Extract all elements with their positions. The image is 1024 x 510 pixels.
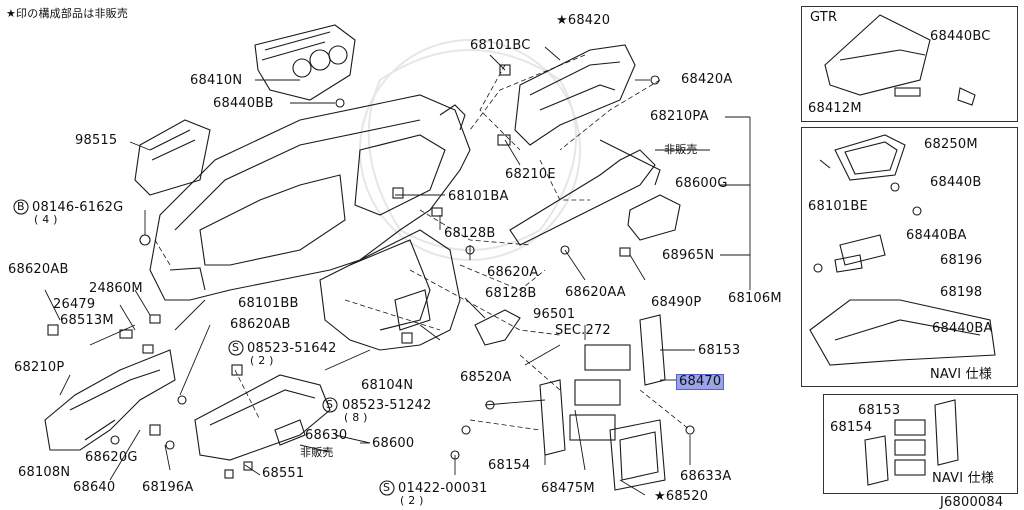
part-label[interactable]: 08523-51642 xyxy=(247,341,337,356)
inset-navi2-drawing xyxy=(864,399,959,486)
part-label[interactable]: 24860M xyxy=(89,281,143,296)
part-label[interactable]: SEC.272 xyxy=(555,323,611,338)
lid-68965N-part xyxy=(627,194,681,241)
part-qty: ( 4 ) xyxy=(34,213,58,226)
screw-s-symbol xyxy=(322,397,338,413)
part-label[interactable]: 68620AB xyxy=(230,317,291,332)
inset-gtr-box xyxy=(801,6,1018,122)
bolt-b-symbol xyxy=(13,199,29,215)
part-qty: ( 2 ) xyxy=(250,354,274,367)
fasteners xyxy=(47,64,695,479)
glove-box-part xyxy=(194,374,331,461)
s-symbol-letter: S xyxy=(326,398,334,411)
part-label[interactable]: 26479 xyxy=(53,297,96,312)
s-symbol-letter: S xyxy=(383,481,391,494)
part-label[interactable]: 68154 xyxy=(488,458,531,473)
part-label[interactable]: 68640 xyxy=(73,480,116,495)
part-label[interactable]: ★68520 xyxy=(654,489,709,504)
part-label[interactable]: 68600 xyxy=(372,436,415,451)
part-label[interactable]: 68154 xyxy=(830,420,873,435)
part-qty: ( 2 ) xyxy=(400,494,424,507)
inset-gtr-title: GTR xyxy=(810,10,838,25)
part-label[interactable]: 68108N xyxy=(18,465,71,480)
inset-navi-box-2 xyxy=(823,394,1018,494)
part-label[interactable]: 68153 xyxy=(858,403,901,418)
part-label[interactable]: 68513M xyxy=(60,313,114,328)
part-label[interactable]: 96501 xyxy=(533,307,576,322)
part-label[interactable]: 68620AA xyxy=(565,285,626,300)
part-label[interactable]: 68101BB xyxy=(238,296,299,311)
part-label[interactable]: 68210PA xyxy=(650,109,709,124)
cluster-hood-part xyxy=(254,24,356,101)
b-symbol-letter: B xyxy=(17,200,25,213)
part-label[interactable]: 68620G xyxy=(85,450,138,465)
meter-visor-part xyxy=(514,44,636,146)
part-label[interactable]: 68440BA xyxy=(906,228,967,243)
part-label[interactable]: 68475M xyxy=(541,481,595,496)
part-label[interactable]: 01422-00031 xyxy=(398,481,488,496)
part-label[interactable]: 68410N xyxy=(190,73,243,88)
s-symbol-letter: S xyxy=(232,341,240,354)
lower-cover-left-part xyxy=(44,349,176,451)
part-label[interactable]: 68210P xyxy=(14,360,65,375)
part-label[interactable]: ★68420 xyxy=(556,13,611,28)
part-label[interactable]: 68600G xyxy=(675,176,728,191)
part-label[interactable]: 68965N xyxy=(662,248,715,263)
part-label[interactable]: 68196A xyxy=(142,480,194,495)
part-label[interactable]: 68620A xyxy=(487,265,539,280)
part-label-selected[interactable]: 68470 xyxy=(676,374,725,390)
part-label[interactable]: 68490P xyxy=(651,295,702,310)
part-label[interactable]: 68196 xyxy=(940,253,983,268)
part-label[interactable]: 98515 xyxy=(75,133,118,148)
inset-gtr-drawing xyxy=(824,14,976,106)
diagram-id: J6800084 xyxy=(940,495,1004,510)
part-label[interactable]: 68440BB xyxy=(213,96,274,111)
header-note: ★印の構成部品は非販売 xyxy=(6,7,129,20)
part-label[interactable]: 68620AB xyxy=(8,262,69,277)
part-label[interactable]: 68104N xyxy=(361,378,414,393)
part-label[interactable]: 68101BC xyxy=(470,38,531,53)
part-label[interactable]: 68101BA xyxy=(448,189,509,204)
part-label: 非販売 xyxy=(300,446,334,459)
part-label[interactable]: 68420A xyxy=(681,72,733,87)
screw-s-symbol xyxy=(379,480,395,496)
part-label[interactable]: 68412M xyxy=(808,101,862,116)
airbag-lid-part xyxy=(134,119,211,196)
dashboard-panel-part xyxy=(149,94,471,301)
inset-navi1-drawing xyxy=(809,134,996,366)
inset-navi-box-1 xyxy=(801,127,1018,387)
center-console-part xyxy=(319,229,461,351)
part-label[interactable]: 68198 xyxy=(940,285,983,300)
part-label[interactable]: 68440BA xyxy=(932,321,993,336)
leader-lines xyxy=(44,46,751,496)
part-label[interactable]: 08146-6162G xyxy=(32,200,124,215)
part-label[interactable]: 68128B xyxy=(444,226,496,241)
part-label[interactable]: 68630 xyxy=(305,428,348,443)
part-label[interactable]: 68210E xyxy=(505,167,556,182)
part-label: 非販売 xyxy=(664,143,698,156)
inset-caption: NAVI 仕様 xyxy=(932,471,995,486)
part-label[interactable]: 68106M xyxy=(728,291,782,306)
inset-caption: NAVI 仕様 xyxy=(930,367,993,382)
radio-bracket-part xyxy=(539,314,666,491)
vent-96501-part xyxy=(474,309,521,346)
part-label[interactable]: 68551 xyxy=(262,466,305,481)
part-label[interactable]: 68250M xyxy=(924,137,978,152)
part-label[interactable]: 68440BC xyxy=(930,29,991,44)
trim-68210PA-part xyxy=(509,149,656,246)
part-qty: ( 8 ) xyxy=(344,411,368,424)
screw-s-symbol xyxy=(228,340,244,356)
part-label[interactable]: 68128B xyxy=(485,286,537,301)
part-label[interactable]: 68520A xyxy=(460,370,512,385)
part-label[interactable]: 68633A xyxy=(680,469,732,484)
part-label[interactable]: 08523-51242 xyxy=(342,398,432,413)
part-label[interactable]: 68101BE xyxy=(808,199,868,214)
assembly-dashed-lines xyxy=(154,54,691,431)
part-label[interactable]: 68440B xyxy=(930,175,982,190)
part-label[interactable]: 68153 xyxy=(698,343,741,358)
